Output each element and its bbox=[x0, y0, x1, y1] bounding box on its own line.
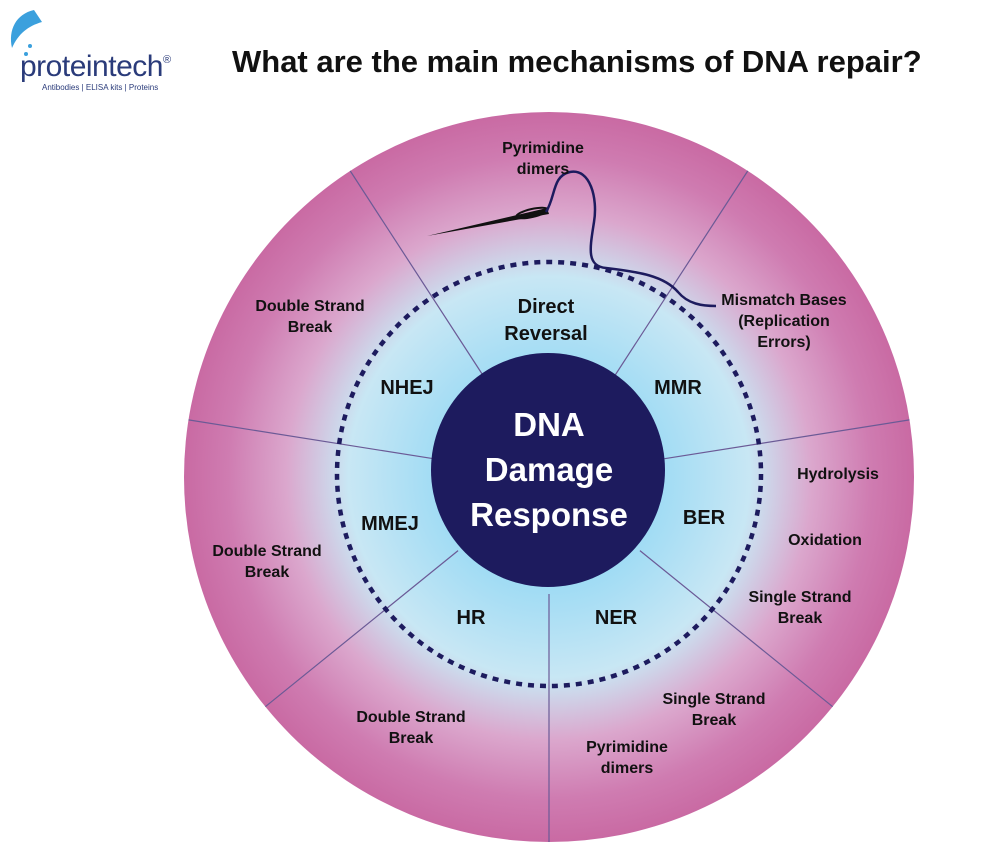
damage-label-mismatch-bases-line: (Replication bbox=[738, 313, 830, 330]
damage-label-hydrolysis-line: Hydrolysis bbox=[797, 466, 879, 483]
proteintech-logo: proteintech® Antibodies | ELISA kits | P… bbox=[4, 4, 204, 94]
sector-dividers bbox=[188, 170, 910, 842]
mechanism-label-nhej: NHEJ bbox=[380, 377, 433, 399]
brand-tagline: Antibodies | ELISA kits | Proteins bbox=[42, 83, 159, 92]
damage-label-single-strand-break-ner-line: Single Strand bbox=[662, 691, 765, 708]
damage-label-single-strand-break-ber-line: Single Strand bbox=[748, 589, 851, 606]
damage-label-double-strand-break-nhej-line: Double Strand bbox=[255, 298, 364, 315]
damage-label-single-strand-break-ner-line: Break bbox=[692, 712, 737, 729]
page-title: What are the main mechanisms of DNA repa… bbox=[232, 44, 922, 79]
damage-label-double-strand-break-hr-line: Double Strand bbox=[356, 709, 465, 726]
logo-mark-icon bbox=[10, 10, 42, 56]
mechanism-label-direct-reversal-line: Reversal bbox=[504, 323, 587, 345]
sector-divider-6 bbox=[188, 419, 434, 460]
mechanism-label-hr-line: HR bbox=[457, 607, 486, 629]
damage-label-mismatch-bases-line: Mismatch Bases bbox=[721, 292, 846, 309]
mechanism-label-mmej-line: MMEJ bbox=[361, 513, 419, 535]
mechanism-boundary-dotted bbox=[334, 259, 764, 689]
core-circle bbox=[431, 353, 665, 587]
damage-label-pyrimidine-dimers-top-line: Pyrimidine bbox=[502, 140, 584, 157]
mechanism-label-ber-line: BER bbox=[683, 507, 726, 529]
damage-label-double-strand-break-mmej-line: Break bbox=[245, 564, 290, 581]
thread-icon bbox=[544, 170, 717, 308]
damage-label-double-strand-break-nhej-line: Break bbox=[288, 319, 333, 336]
damage-label-oxidation-line: Oxidation bbox=[788, 532, 862, 549]
core-label-line: Damage bbox=[485, 451, 613, 488]
mechanism-label-ner: NER bbox=[595, 607, 638, 629]
brand-name: proteintech® bbox=[20, 50, 171, 83]
sector-divider-5 bbox=[264, 550, 459, 708]
damage-label-oxidation: Oxidation bbox=[788, 532, 862, 549]
damage-label-pyrimidine-dimers-top: Pyrimidine dimers bbox=[502, 140, 584, 178]
mechanism-label-nhej-line: NHEJ bbox=[380, 377, 433, 399]
damage-label-pyrimidine-dimers-top-line: dimers bbox=[517, 161, 570, 178]
damage-label-double-strand-break-mmej-line: Double Strand bbox=[212, 543, 321, 560]
sector-divider-2 bbox=[664, 419, 910, 460]
sector-divider-7 bbox=[349, 170, 486, 380]
mechanism-label-mmej: MMEJ bbox=[361, 513, 419, 535]
damage-label-pyrimidine-dimers-ner-line: Pyrimidine bbox=[586, 739, 668, 756]
mechanism-label-ber: BER bbox=[683, 507, 726, 529]
mechanism-label-mmr-line: MMR bbox=[654, 377, 702, 399]
mechanism-label-mmr: MMR bbox=[654, 377, 702, 399]
damage-label-mismatch-bases-line: Errors) bbox=[757, 334, 810, 351]
damage-label-single-strand-break-ber-line: Break bbox=[778, 610, 823, 627]
sector-divider-1 bbox=[612, 170, 749, 380]
core-label-line: DNA bbox=[513, 406, 585, 443]
mechanism-label-ner-line: NER bbox=[595, 607, 638, 629]
damage-label-pyrimidine-dimers-ner: Pyrimidine dimers bbox=[586, 739, 668, 777]
core-label-line: Response bbox=[470, 496, 628, 533]
sector-divider-3 bbox=[639, 550, 834, 708]
damage-label-hydrolysis: Hydrolysis bbox=[797, 466, 879, 483]
damage-label-double-strand-break-hr-line: Break bbox=[389, 730, 434, 747]
mechanism-label-direct-reversal-line: Direct bbox=[518, 296, 575, 318]
mechanism-label-hr: HR bbox=[457, 607, 486, 629]
damage-label-pyrimidine-dimers-ner-line: dimers bbox=[601, 760, 654, 777]
